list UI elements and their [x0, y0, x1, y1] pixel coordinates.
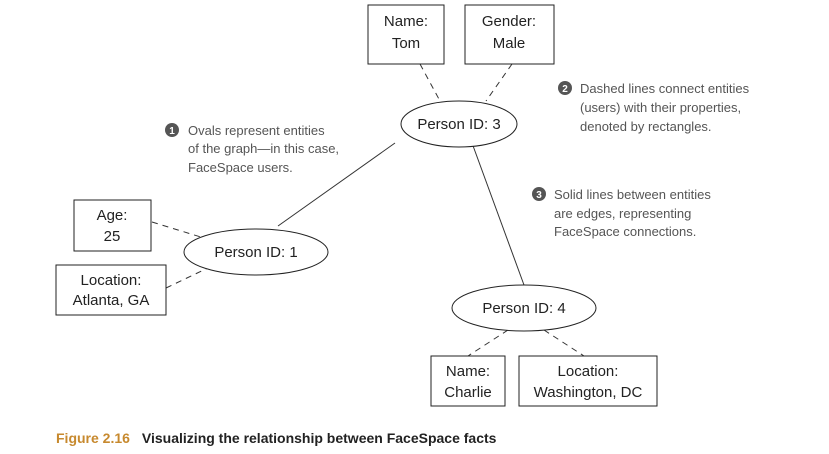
annotation-dashed-lines: 2 Dashed lines connect entities (users) … — [558, 81, 750, 134]
property-location-atlanta: Location: Atlanta, GA — [55, 264, 167, 316]
annotation-solid-lines: 3 Solid lines between entities are edges… — [532, 187, 711, 239]
property-value: Tom — [392, 35, 420, 52]
annotation-line: Ovals represent entities — [188, 123, 325, 138]
figure-caption-text: Visualizing the relationship between Fac… — [141, 430, 497, 446]
property-key: Name: — [384, 13, 428, 30]
figure-caption: Figure 2.16 Visualizing the relationship … — [56, 430, 496, 446]
annotation-line: Dashed lines connect entities — [580, 81, 750, 96]
badge-3-icon — [532, 187, 546, 201]
annotation-line: of the graph—in this case, — [188, 141, 339, 156]
property-gender-male: Gender: Male — [464, 4, 555, 65]
annotation-ovals: 1 Ovals represent entities of the graph—… — [165, 123, 339, 175]
annotation-line: FaceSpace users. — [188, 160, 293, 175]
dashed-link-age — [151, 221, 205, 239]
entity-label: Person ID: 1 — [214, 244, 297, 261]
dashed-link-name-charlie — [467, 329, 509, 357]
dashed-link-location-washington — [543, 329, 585, 357]
dashed-link-gender-male — [485, 63, 513, 102]
property-key: Gender: — [482, 13, 536, 30]
entity-person-1: Person ID: 1 — [183, 228, 329, 276]
annotation-line: are edges, representing — [554, 206, 691, 221]
annotation-number: 1 — [169, 126, 175, 137]
property-key: Location: — [558, 363, 619, 380]
dashed-link-name-tom — [419, 63, 441, 102]
figure-number: Figure 2.16 — [56, 430, 130, 446]
property-value: Washington, DC — [534, 384, 643, 401]
edge-person3-person4 — [471, 142, 525, 286]
edge-person3-person1 — [277, 142, 396, 227]
property-key: Location: — [81, 272, 142, 289]
badge-2-icon — [558, 81, 572, 95]
property-value: Charlie — [444, 384, 492, 401]
annotation-line: denoted by rectangles. — [580, 119, 712, 134]
property-location-washington: Location: Washington, DC — [518, 355, 658, 407]
property-value: Male — [493, 35, 526, 52]
property-key: Name: — [446, 363, 490, 380]
annotation-number: 2 — [562, 84, 568, 95]
annotation-number: 3 — [536, 190, 542, 201]
entity-label: Person ID: 4 — [482, 300, 565, 317]
annotation-line: (users) with their properties, — [580, 100, 741, 115]
annotation-line: FaceSpace connections. — [554, 224, 696, 239]
entity-person-4: Person ID: 4 — [451, 284, 597, 332]
property-name-tom: Name: Tom — [367, 4, 445, 65]
property-value: 25 — [104, 228, 121, 245]
property-value: Atlanta, GA — [73, 292, 150, 309]
annotation-line: Solid lines between entities — [554, 187, 711, 202]
property-key: Age: — [97, 207, 128, 224]
entity-label: Person ID: 3 — [417, 116, 500, 133]
property-name-charlie: Name: Charlie — [430, 355, 506, 407]
badge-1-icon — [165, 123, 179, 137]
dashed-link-location-atlanta — [165, 265, 213, 289]
entity-person-3: Person ID: 3 — [400, 100, 518, 148]
property-age-25: Age: 25 — [73, 199, 152, 252]
